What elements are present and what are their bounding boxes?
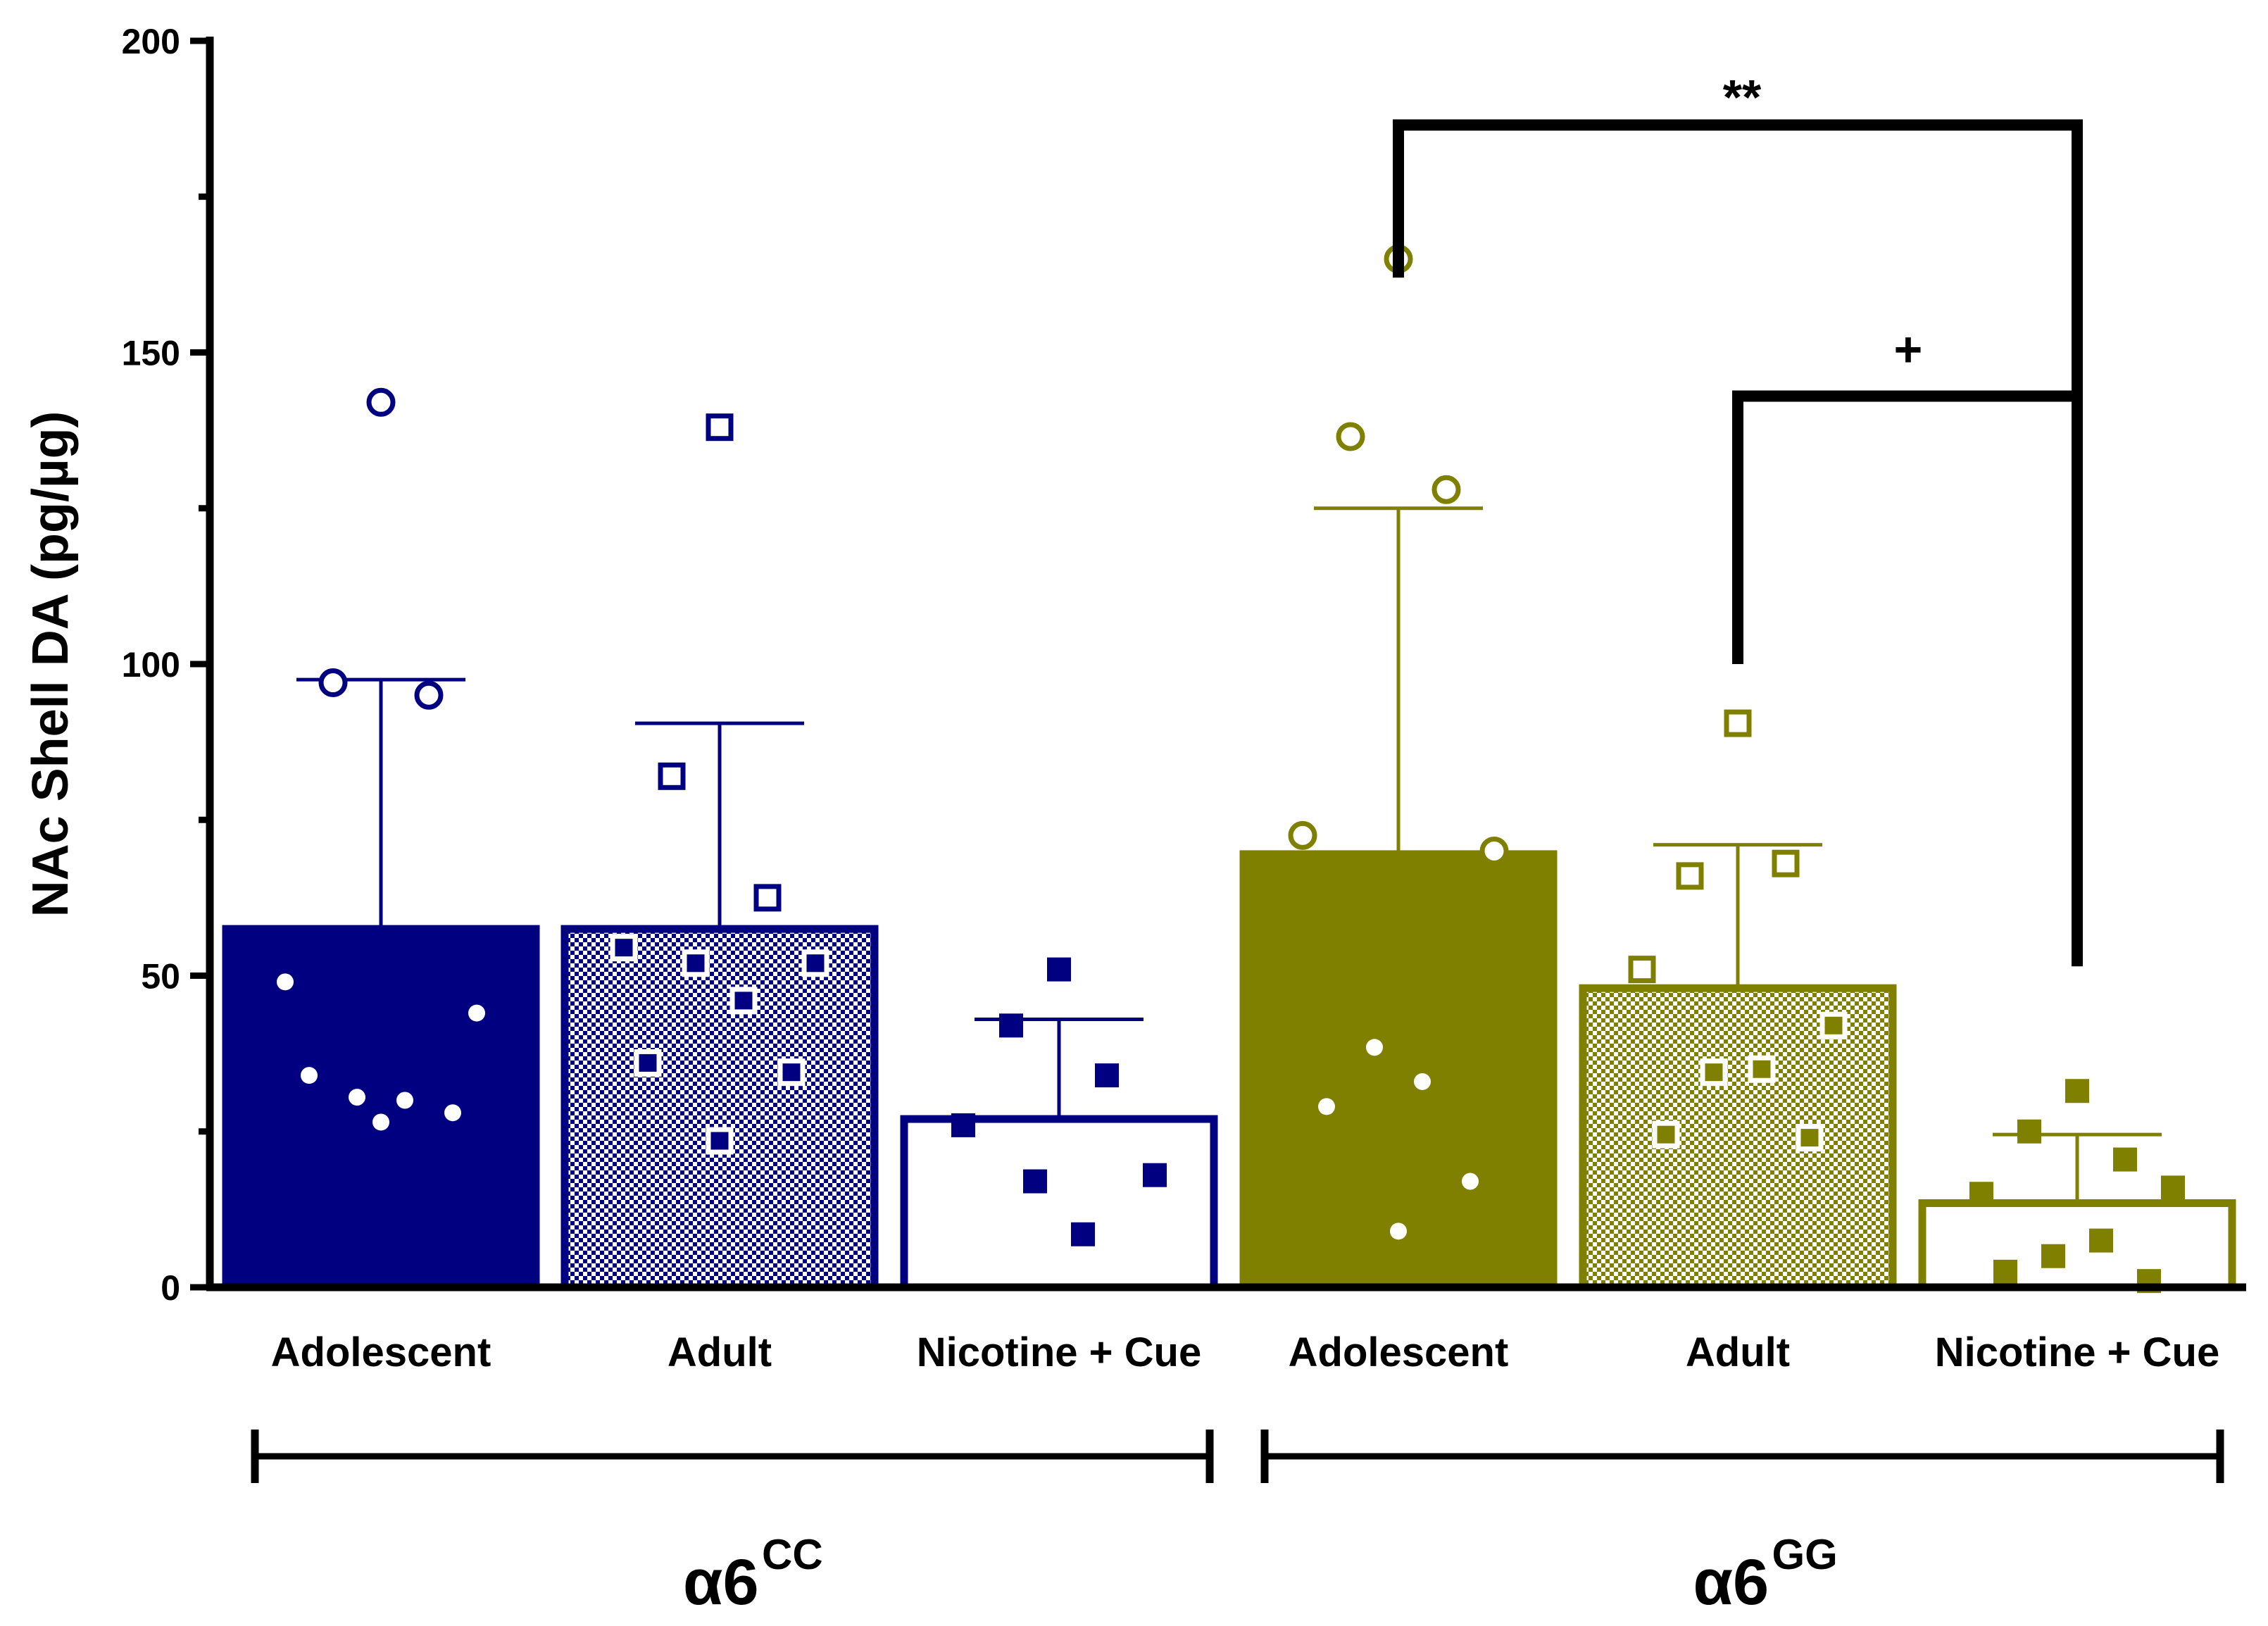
y-tick-label: 200 <box>122 22 180 61</box>
group-label: α6 <box>683 1546 759 1618</box>
data-point <box>2089 1228 2113 1253</box>
data-point <box>706 413 734 442</box>
y-tick-label: 100 <box>122 645 180 684</box>
axes-layer: 0 50 100 150 200 <box>122 22 2246 1308</box>
data-point <box>1819 1011 1848 1039</box>
y-axis-title: NAc Shell DA (pg/µg) <box>23 411 79 918</box>
data-point <box>1993 1259 2017 1284</box>
data-point <box>1143 1163 1167 1187</box>
data-point <box>1724 709 1752 737</box>
data-point <box>753 884 782 912</box>
category-label: Nicotine + Cue <box>917 1330 1201 1375</box>
data-point <box>801 949 829 977</box>
data-point <box>1748 1055 1776 1083</box>
bar-cc-0 <box>222 925 540 1292</box>
category-label: Adolescent <box>1289 1330 1509 1375</box>
data-point <box>634 1049 662 1077</box>
data-point <box>1023 1169 1047 1194</box>
bar-gg-5 <box>1918 1199 2236 1292</box>
data-point <box>1336 422 1365 451</box>
data-point <box>396 1092 413 1109</box>
category-label: Nicotine + Cue <box>1935 1330 2219 1375</box>
significance-label: + <box>1894 322 1923 377</box>
data-point <box>2041 1244 2065 1268</box>
data-point <box>372 1113 389 1131</box>
data-point <box>2065 1079 2089 1103</box>
category-label: Adult <box>668 1330 772 1375</box>
y-tick-label: 150 <box>122 334 180 373</box>
data-point <box>1431 475 1461 504</box>
labels-layer: Adolescent Adult Nicotine + Cue Adolescent A… <box>23 411 2224 1618</box>
data-point <box>1095 1063 1119 1088</box>
data-point <box>1414 1072 1431 1090</box>
data-point <box>2161 1175 2185 1200</box>
bar-cc-1 <box>560 925 879 1292</box>
data-point <box>2017 1119 2041 1144</box>
group-label-superscript: GG <box>1772 1531 1838 1578</box>
data-point <box>682 949 710 977</box>
data-point <box>1366 1039 1383 1056</box>
data-point <box>706 1127 734 1155</box>
data-point <box>951 1113 975 1137</box>
data-point <box>777 1058 806 1087</box>
group-label-superscript: CC <box>762 1531 823 1578</box>
data-point <box>1390 1222 1407 1240</box>
data-point <box>1318 1098 1335 1115</box>
data-points-layer <box>277 244 2185 1294</box>
y-tick-label: 0 <box>161 1268 180 1308</box>
bar-cc-2 <box>900 1115 1218 1292</box>
data-point <box>277 973 294 991</box>
data-point <box>1288 820 1317 850</box>
category-label: Adult <box>1686 1330 1790 1375</box>
category-label: Adolescent <box>271 1330 491 1375</box>
significance-layer: ** + <box>1393 70 2083 967</box>
data-point <box>1071 1222 1095 1246</box>
data-point <box>1796 1124 1824 1152</box>
data-point <box>610 934 638 962</box>
significance-bracket <box>1732 390 2077 664</box>
data-point <box>1652 1120 1680 1149</box>
data-point <box>2113 1147 2137 1172</box>
data-point <box>1676 862 1704 890</box>
data-point <box>349 1089 365 1106</box>
data-point <box>729 987 758 1015</box>
data-point <box>468 1004 485 1022</box>
bar-gg-3 <box>1239 850 1558 1292</box>
data-point <box>1628 956 1656 984</box>
data-point <box>1462 1172 1479 1190</box>
bars-layer <box>222 850 2236 1292</box>
data-point <box>999 1013 1023 1038</box>
data-point <box>1772 849 1800 877</box>
data-point <box>366 387 396 417</box>
significance-label: ** <box>1723 70 1762 125</box>
data-point <box>1969 1182 1993 1206</box>
data-point <box>658 762 686 790</box>
data-point <box>1047 957 1071 982</box>
significance-bracket <box>1393 119 2083 967</box>
data-point <box>301 1067 318 1084</box>
group-label: α6 <box>1693 1546 1769 1618</box>
data-point <box>1700 1058 1728 1087</box>
data-point <box>444 1104 461 1122</box>
y-tick-label: 50 <box>141 957 180 996</box>
data-point <box>318 668 348 698</box>
data-point <box>414 680 444 710</box>
data-point <box>1479 837 1509 865</box>
